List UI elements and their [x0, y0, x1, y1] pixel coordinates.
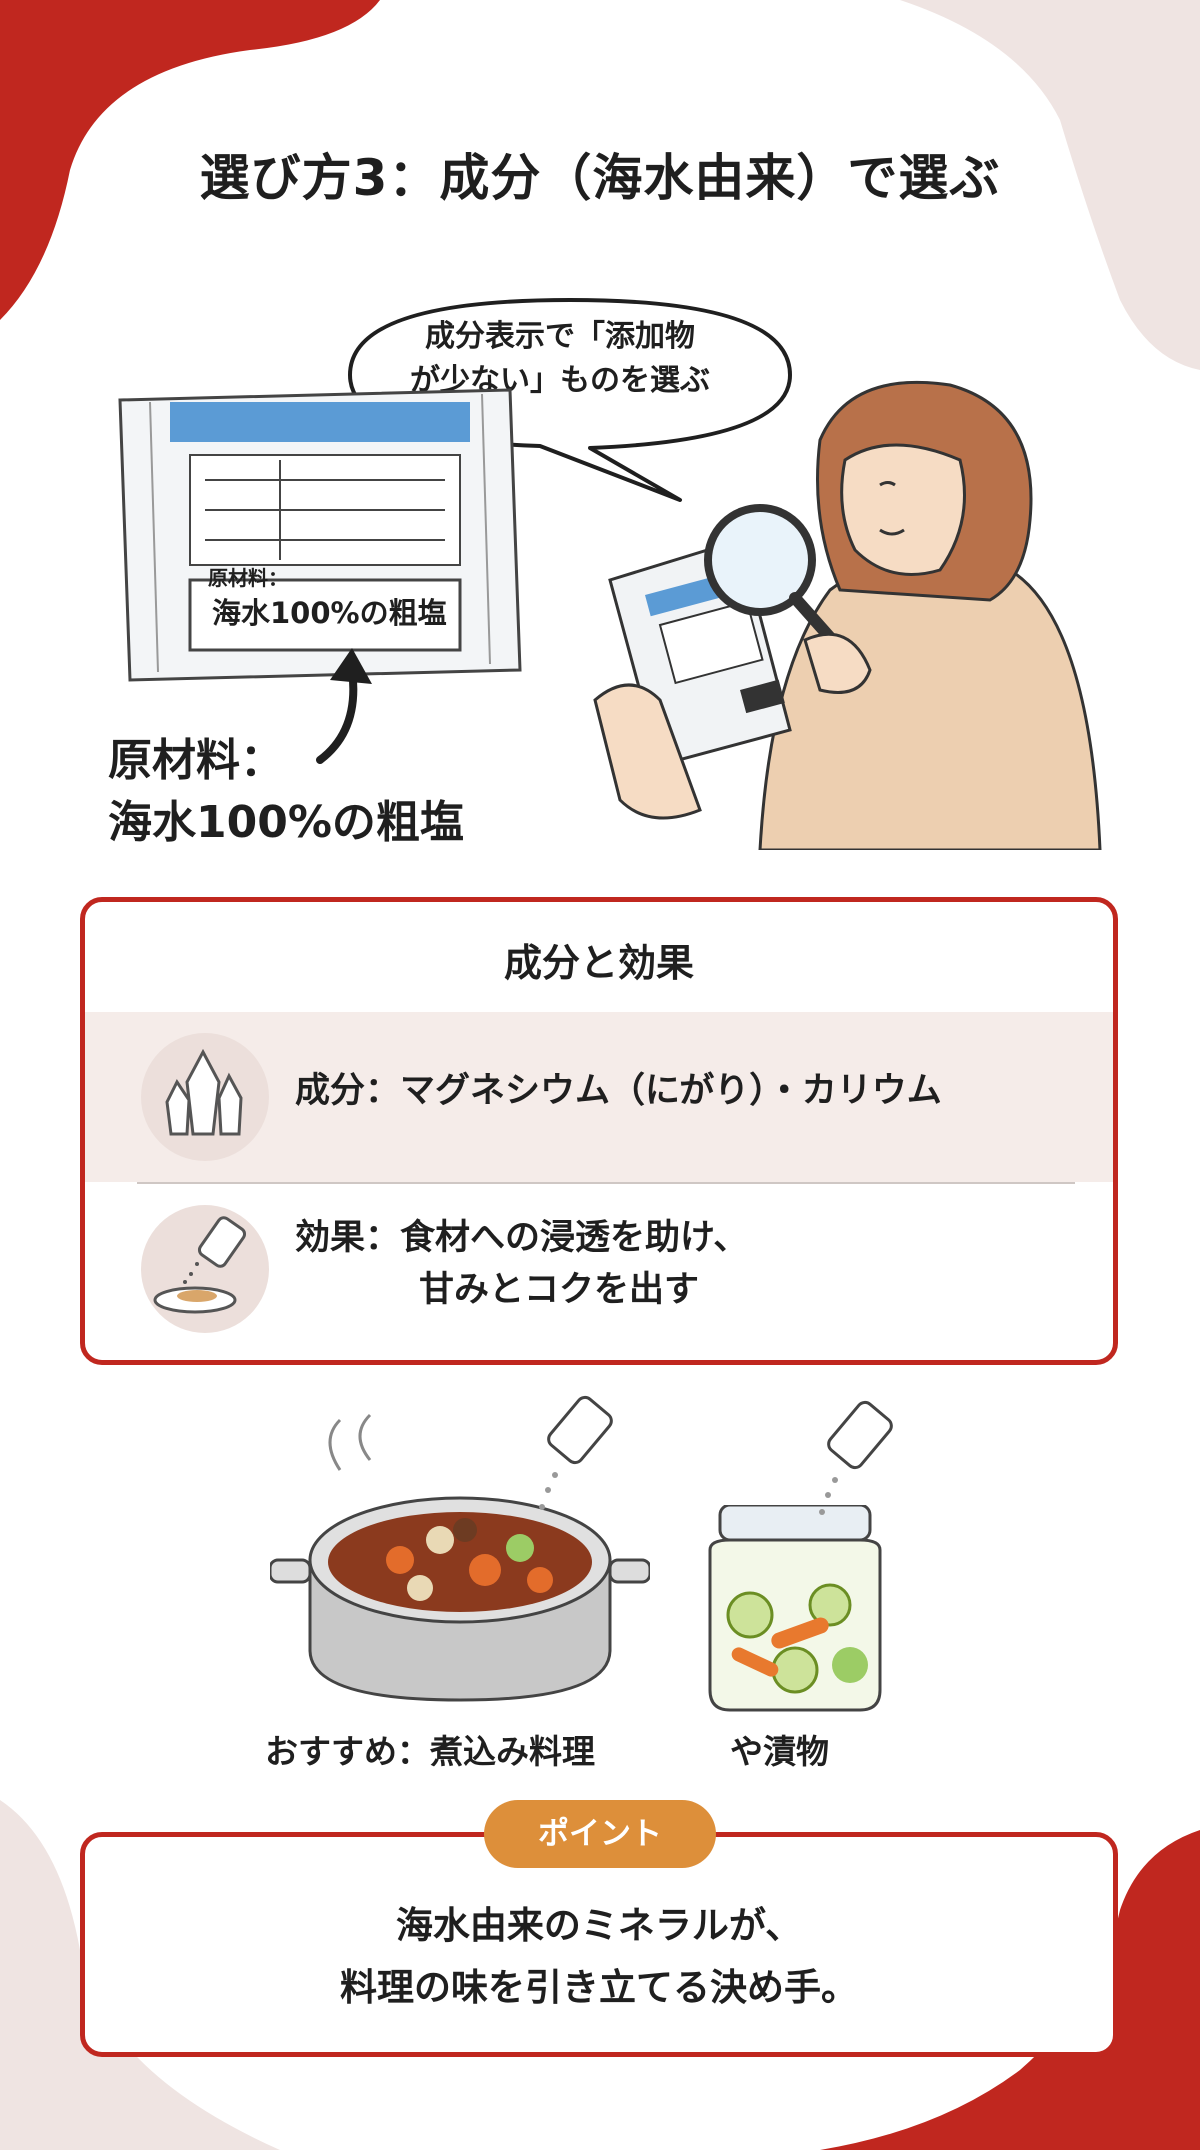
speech-bubble-line1: 成分表示で「添加物 — [425, 319, 695, 354]
corner-decoration-bottom-right — [820, 1830, 1200, 2150]
package-label-small: 原材料： — [208, 566, 288, 590]
point-line1: 海水由来のミネラルが、 — [395, 1904, 803, 1947]
callout-line1: 原材料： — [108, 735, 284, 786]
point-badge: ポイント — [484, 1800, 716, 1868]
ingredient-text: 成分：マグネシウム（にがり）・カリウム — [295, 1071, 942, 1111]
corner-decoration-top-left — [0, 0, 380, 320]
arrow-icon — [316, 648, 372, 764]
corner-decoration-bottom-left — [0, 1800, 280, 2150]
corner-decoration-top-right — [900, 0, 1200, 370]
recommend-caption-left: おすすめ：煮込み料理 — [265, 1732, 595, 1771]
page-title: 選び方3：成分（海水由来）で選ぶ — [199, 149, 1001, 207]
point-text: 海水由来のミネラルが、 料理の味を引き立てる決め手。 — [80, 1895, 1118, 2019]
ingredient-callout: 原材料： 海水100%の粗塩 — [108, 730, 464, 854]
crystal-icon — [165, 1048, 243, 1136]
recommend-caption-right: や漬物 — [730, 1732, 829, 1771]
salt-shaker-left-icon — [539, 1395, 613, 1510]
stew-pot-illustration — [270, 1413, 650, 1702]
pickle-jar-illustration — [708, 1505, 882, 1712]
salt-shaker-icon — [153, 1216, 247, 1314]
ingredient-effect-card: 成分と効果 成分：マグネシウム（にがり）・カリウム 効果：食材への浸透を助け、 … — [80, 897, 1118, 1365]
effect-text: 効果：食材への浸透を助け、 甘みとコクを出す — [295, 1212, 748, 1316]
salt-shaker-right-icon — [819, 1400, 893, 1515]
point-line2: 料理の味を引き立てる決め手。 — [340, 1966, 858, 2009]
effect-line1: 効果：食材への浸透を助け、 — [295, 1218, 749, 1258]
speech-bubble-text: 成分表示で「添加物 が少ない」ものを選ぶ — [360, 315, 760, 403]
salt-package-illustration — [118, 388, 522, 682]
row-divider — [137, 1182, 1075, 1184]
callout-line2: 海水100%の粗塩 — [108, 797, 464, 848]
woman-with-magnifier-illustration — [593, 380, 1102, 850]
card-title: 成分と効果 — [503, 941, 694, 985]
effect-line2: 甘みとコクを出す — [419, 1270, 700, 1310]
package-label-big: 海水100%の粗塩 — [212, 596, 447, 630]
